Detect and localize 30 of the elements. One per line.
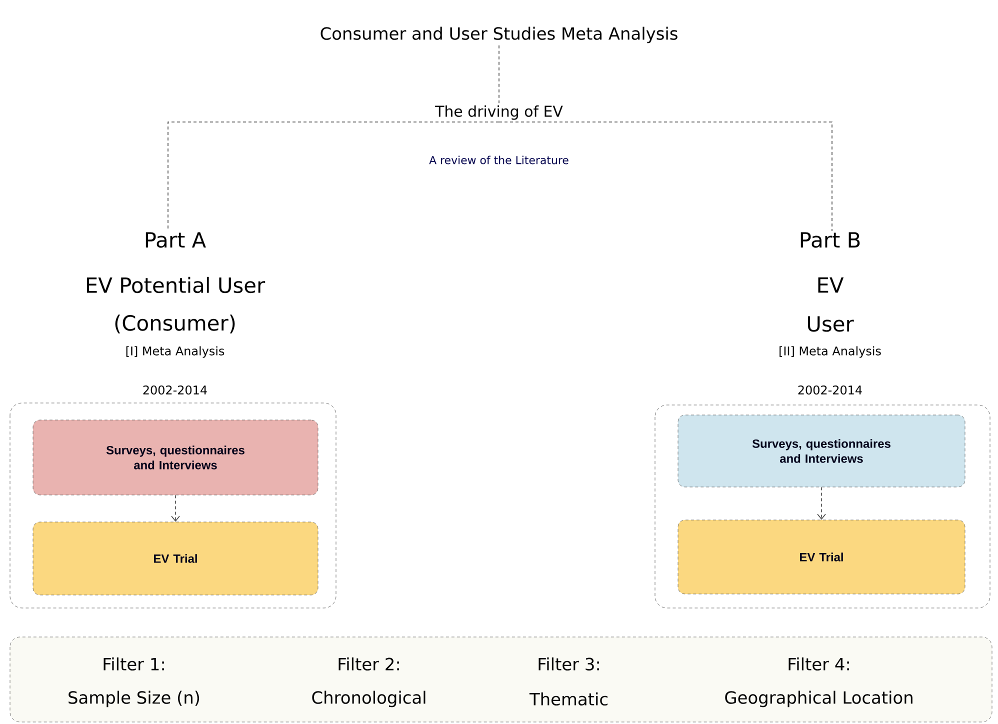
subtitle: A review of the Literature [429, 156, 568, 164]
part-heading: EV Potential User [86, 276, 266, 294]
filter-criterion: Geographical Location [725, 690, 912, 708]
part-heading: Part B [800, 232, 860, 248]
part-heading: (Consumer) [115, 314, 235, 334]
bracket-line [168, 122, 500, 232]
connector-line [498, 45, 500, 104]
trial-box: EV Trial [678, 520, 966, 594]
title: Consumer and User Studies Meta Analysis [320, 26, 678, 44]
survey-box: Surveys, questionnaires and Interviews [32, 420, 318, 496]
filter-label: Filter 3: [538, 657, 599, 671]
part-heading: Part A [146, 232, 206, 248]
filter-criterion: Thematic [529, 692, 608, 706]
filter-criterion: Sample Size (n) [68, 690, 200, 708]
method-label: [II] Meta Analysis [780, 346, 881, 358]
arrow [817, 486, 826, 520]
filter-label: Filter 1: [104, 657, 164, 671]
heading: The driving of EV [435, 105, 563, 120]
year-range: 2002-2014 [798, 385, 862, 395]
survey-box: Surveys, questionnaires and Interviews [678, 414, 966, 488]
method-label: [I] Meta Analysis [126, 346, 224, 358]
year-range: 2002-2014 [143, 385, 207, 395]
filter-label: Filter 2: [338, 657, 399, 671]
bracket-line [498, 122, 832, 232]
part-heading: EV [818, 277, 844, 293]
part-heading: User [808, 316, 854, 332]
arrow [171, 494, 180, 522]
trial-box: EV Trial [32, 522, 318, 596]
filter-criterion: Chronological [312, 690, 426, 708]
filter-label: Filter 4: [788, 657, 849, 671]
